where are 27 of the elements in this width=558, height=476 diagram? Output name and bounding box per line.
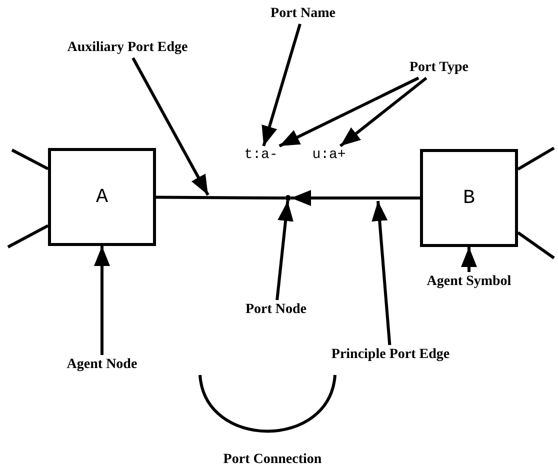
auxiliary-edge-line [517, 231, 555, 260]
port-dot [285, 195, 291, 201]
auxiliary-edge-line [517, 146, 555, 170]
auxiliary-edge-line [11, 148, 49, 170]
leader-arrow [461, 247, 477, 272]
leader-arrow [339, 76, 428, 148]
leader-arrow [278, 76, 420, 148]
port-label: u:a+ [306, 146, 352, 164]
annotation-text: Port Type [402, 58, 476, 78]
agent-box: B [420, 149, 518, 247]
annotation-text: Principle Port Edge [318, 345, 463, 365]
port-label: t:a- [240, 146, 282, 164]
annotation-text: Port Name [262, 4, 344, 24]
annotation-text: Agent Symbol [419, 272, 519, 292]
leader-arrow [276, 200, 294, 300]
caption-label: Port Connection [222, 451, 323, 469]
auxiliary-edge-line [7, 224, 49, 248]
leader-arrow [94, 246, 110, 355]
leader-arrow [262, 24, 302, 146]
edge-line [156, 196, 286, 200]
arrow [291, 190, 420, 206]
annotation-text: Agent Node [57, 355, 147, 375]
agent-box: A [48, 148, 156, 246]
leader-arrow [132, 57, 210, 196]
annotation-text: Port Node [240, 300, 312, 320]
leader-arrow [372, 200, 392, 346]
annotation-text: Auxiliary Port Edge [55, 38, 200, 58]
